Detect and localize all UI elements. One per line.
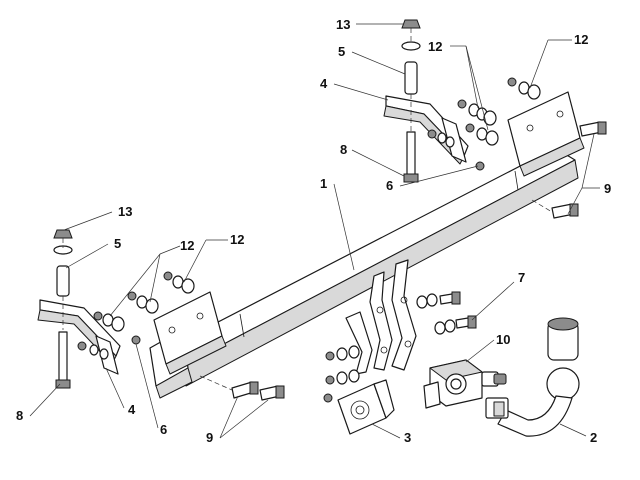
ball-bolts xyxy=(416,291,477,335)
right-mounting-plate xyxy=(507,91,585,177)
callout-5-left: 5 xyxy=(114,236,121,251)
left-mounting-plate xyxy=(153,291,227,375)
right-l-bracket xyxy=(383,95,469,165)
towball xyxy=(485,317,580,437)
callout-4-top: 4 xyxy=(320,76,328,91)
callout-6-top: 6 xyxy=(386,178,393,193)
left-plate-washers xyxy=(77,271,195,360)
callout-1: 1 xyxy=(320,176,327,191)
callout-5-top: 5 xyxy=(338,44,345,59)
callout-9-right: 9 xyxy=(604,181,611,196)
callout-9-bottom: 9 xyxy=(206,430,213,445)
callout-12-left-b: 12 xyxy=(230,232,244,247)
right-fastener-stack xyxy=(401,19,421,183)
callout-6-bottom: 6 xyxy=(160,422,167,437)
callout-8-bottom: 8 xyxy=(16,408,23,423)
callout-13-top: 13 xyxy=(336,17,350,32)
center-washers xyxy=(323,345,360,403)
callout-4-bottom: 4 xyxy=(128,402,136,417)
callout-12-top-right: 12 xyxy=(574,32,588,47)
right-plate-washers xyxy=(427,77,541,171)
callout-7: 7 xyxy=(518,270,525,285)
callout-12-left-a: 12 xyxy=(180,238,194,253)
left-l-bracket xyxy=(37,299,121,375)
callout-3: 3 xyxy=(404,430,411,445)
left-fastener-stack xyxy=(53,229,73,389)
center-hanger-brackets xyxy=(345,259,417,375)
callout-12-top-mid: 12 xyxy=(428,39,442,54)
callout-2: 2 xyxy=(590,430,597,445)
callout-8-top: 8 xyxy=(340,142,347,157)
leader-lines xyxy=(29,23,600,439)
left-bolts xyxy=(199,375,285,401)
socket-plate xyxy=(337,379,395,435)
electrical-socket xyxy=(423,359,507,409)
right-bolts xyxy=(531,121,607,219)
callout-labels: 13 5 12 12 4 8 6 1 9 13 5 12 12 8 4 6 9 … xyxy=(16,17,611,445)
callout-10: 10 xyxy=(496,332,510,347)
callout-13-left: 13 xyxy=(118,204,132,219)
